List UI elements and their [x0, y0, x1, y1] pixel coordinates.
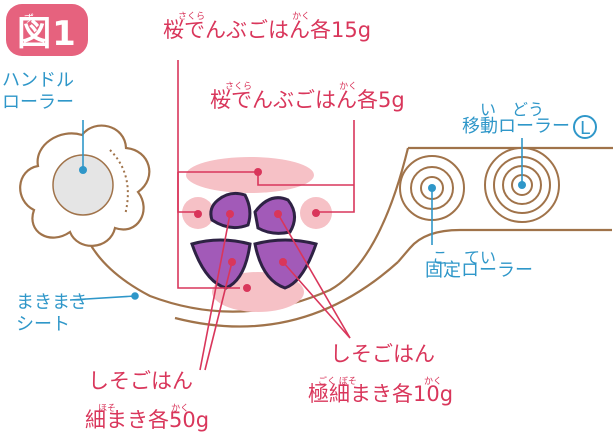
shiso-left-label-2: 細まき各50g	[85, 408, 210, 432]
shiso-left-ruby-2: かく	[171, 404, 190, 414]
moving-roller-mark: L	[573, 115, 597, 139]
sakura-15-label: 桜でんぶごはん各15g	[163, 18, 372, 42]
sakura-5-ruby-2: かく	[339, 82, 358, 92]
roller-housing	[174, 146, 613, 328]
sakura-15-ruby-1: さくら	[178, 12, 206, 22]
moving-roller-label: 移動ローラー	[462, 116, 570, 137]
sakura-15-ruby: さくら かく	[178, 6, 310, 22]
figure-badge-ruby: ず	[24, 14, 34, 25]
fixed-roller-label: 固定ローラー	[425, 260, 533, 281]
shiso-right-ruby-1: ごく ぼそ	[318, 377, 357, 387]
shiso-right-label-2: 極細まき各10g	[308, 382, 454, 406]
shiso-right-ruby: ごく ぼそ かく	[318, 371, 442, 387]
sakura-5-ruby: さくら かく	[225, 76, 357, 92]
shiso-right-label-1: しそごはん	[330, 342, 435, 366]
moving-roller-ruby: い どう	[480, 100, 545, 119]
sushi-roll	[182, 157, 332, 312]
handle-roller	[19, 124, 151, 247]
handle-roller-label: ハンドル ローラー	[2, 70, 74, 113]
leader-lines	[177, 60, 355, 371]
figure-badge: 図1	[6, 4, 88, 56]
makimaki-sheet-label: まきまき シート	[16, 292, 88, 335]
shiso-left-ruby-1: ほそ	[98, 404, 117, 414]
leader-lines-blue	[69, 120, 523, 301]
fixed-roller-ruby: こ てい	[432, 248, 497, 267]
sakura-5-label: 桜でんぶごはん各5g	[210, 88, 405, 112]
shiso-left-ruby: ほそ かく	[98, 398, 189, 414]
shiso-right-ruby-2: かく	[423, 377, 442, 387]
sakura-rice-top	[186, 157, 314, 193]
shiso-left-label-1: しそごはん	[88, 369, 193, 393]
sakura-5-ruby-1: さくら	[225, 82, 253, 92]
sakura-15-ruby-2: かく	[292, 12, 311, 22]
